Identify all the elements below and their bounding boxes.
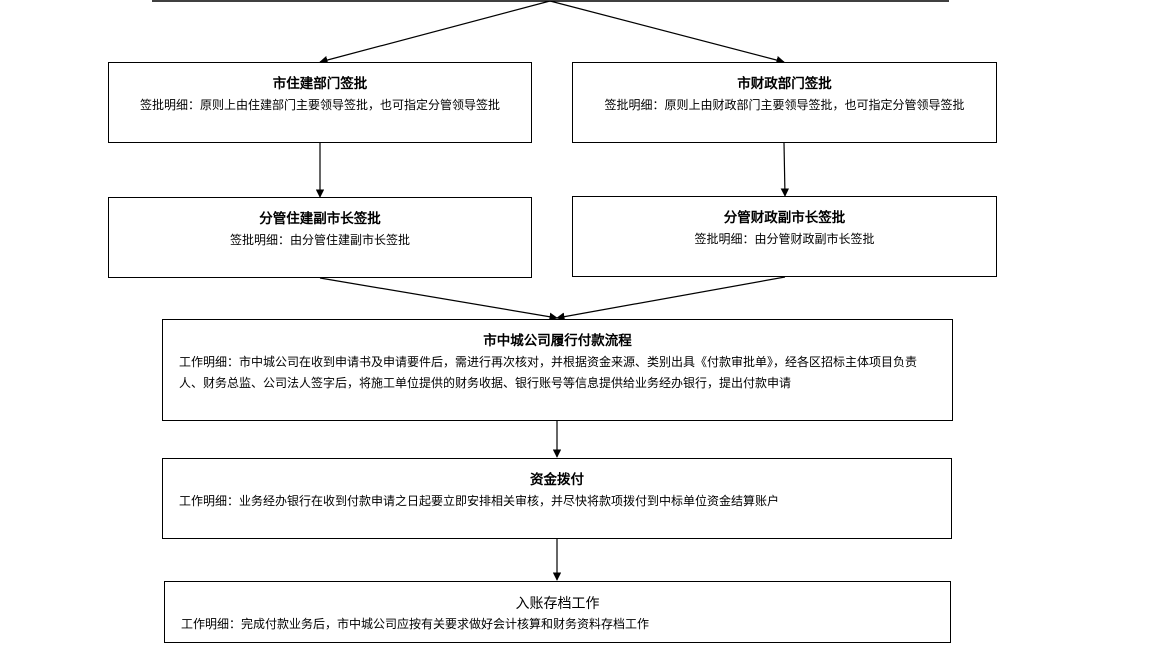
fund-disbursement-title: 资金拨付 (530, 472, 584, 488)
archiving-box: 入账存档工作 工作明细：完成付款业务后，市中城公司应按有关要求做好会计核算和财务… (164, 581, 951, 643)
finance-vice-mayor-box: 分管财政副市长签批 签批明细：由分管财政副市长签批 (572, 196, 997, 277)
housing-vice-mayor-title: 分管住建副市长签批 (259, 211, 381, 227)
fund-disbursement-box: 资金拨付 工作明细：业务经办银行在收到付款申请之日起要立即安排相关审核，并尽快将… (162, 458, 952, 539)
finance-vice-mayor-title: 分管财政副市长签批 (723, 210, 846, 226)
arrow-finance-vm-to-payment (556, 276, 786, 321)
arrow-to-housing-dept (319, 0, 551, 65)
housing-vice-mayor-detail: 签批明细：由分管住建副市长签批 (229, 233, 410, 247)
finance-vice-mayor-detail: 签批明细：由分管财政副市长签批 (694, 232, 875, 246)
housing-dept-title: 市住建部门签批 (272, 76, 368, 92)
fund-disbursement-detail: 工作明细：业务经办银行在收到付款申请之日起要立即安排相关审核，并尽快将款项拨付到… (179, 494, 780, 508)
finance-dept-detail: 签批明细：原则上由财政部门主要领导签批，也可指定分管领导签批 (604, 98, 965, 112)
finance-dept-approval-box: 市财政部门签批 签批明细：原则上由财政部门主要领导签批，也可指定分管领导签批 (572, 62, 997, 143)
housing-vice-mayor-box: 分管住建副市长签批 签批明细：由分管住建副市长签批 (108, 197, 532, 278)
arrow-to-finance-dept (549, 0, 785, 65)
payment-process-box: 市中城公司履行付款流程 工作明细：市中城公司在收到申请书及申请要件后，需进行再次… (162, 319, 953, 421)
finance-dept-title: 市财政部门签批 (737, 76, 832, 92)
housing-dept-approval-box: 市住建部门签批 签批明细：原则上由住建部门主要领导签批，也可指定分管领导签批 (108, 62, 532, 143)
arrow-housing-vm-to-payment (319, 277, 558, 321)
housing-dept-detail: 签批明细：原则上由住建部门主要领导签批，也可指定分管领导签批 (139, 98, 500, 112)
payment-process-detail: 工作明细：市中城公司在收到申请书及申请要件后，需进行再次核对，并根据资金来源、类… (179, 355, 918, 390)
archiving-title: 入账存档工作 (515, 596, 600, 612)
archiving-detail: 工作明细：完成付款业务后，市中城公司应按有关要求做好会计核算和财务资料存档工作 (181, 617, 650, 631)
arrow-finance-to-vice-mayor (780, 142, 790, 197)
payment-process-title: 市中城公司履行付款流程 (483, 333, 632, 349)
